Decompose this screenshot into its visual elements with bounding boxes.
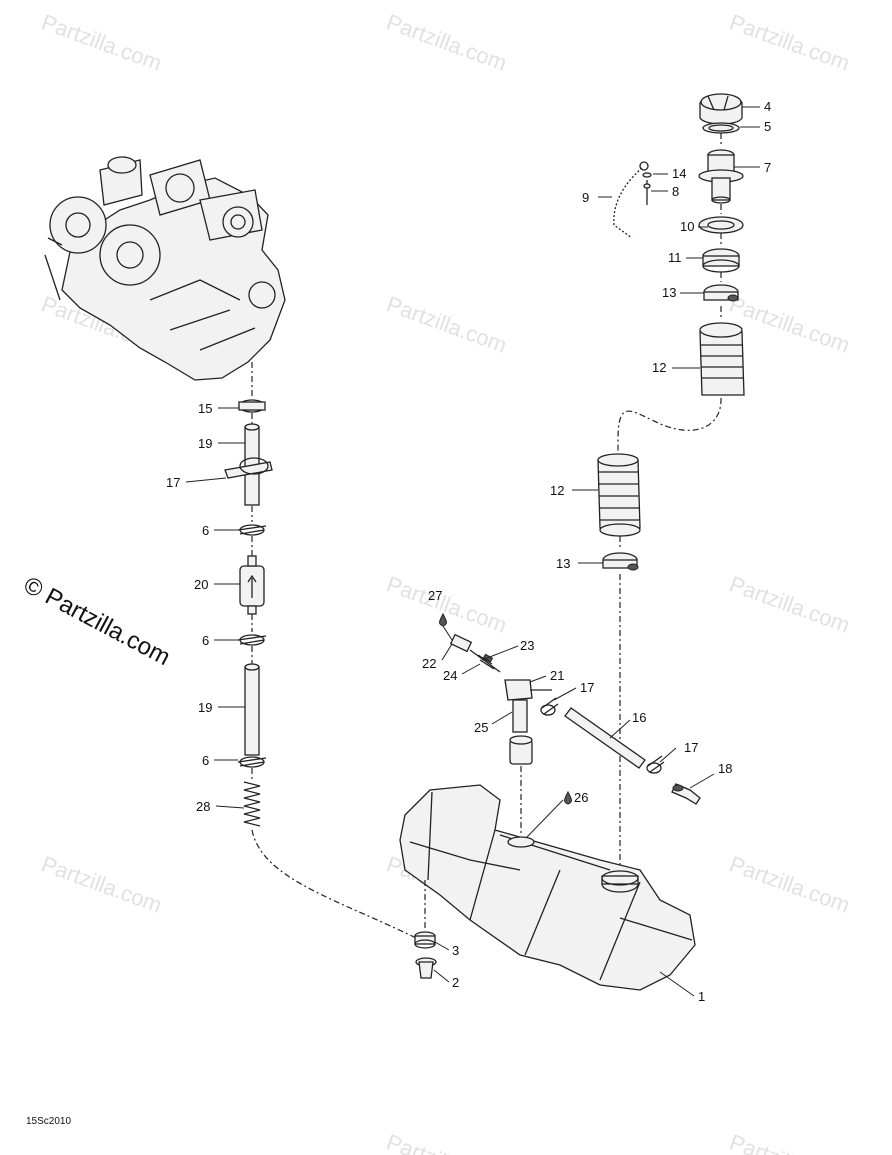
sender-21	[504, 679, 533, 701]
callout-7: 7	[764, 160, 771, 175]
fuel-tank-1	[399, 784, 696, 991]
callout-17-right: 17	[684, 740, 698, 755]
callout-11: 11	[668, 250, 682, 265]
callout-12-top: 12	[652, 360, 666, 375]
connector-22	[449, 633, 473, 653]
callout-25: 25	[474, 720, 488, 735]
watermark-text: Partzilla.com	[383, 291, 510, 358]
watermark-text: Partzilla.com	[383, 571, 510, 638]
filler-neck-assembly	[613, 93, 745, 396]
bellow-lower-assembly	[597, 453, 641, 878]
callout-14: 14	[672, 166, 686, 181]
vent-hose-16	[564, 707, 646, 769]
watermark-prominent: © Partzilla.com	[19, 571, 174, 671]
tie-strap-17	[224, 461, 273, 479]
washer-14	[642, 172, 652, 178]
callout-23: 23	[520, 638, 534, 653]
tank-fittings	[414, 880, 437, 979]
callout-15: 15	[198, 401, 212, 416]
callout-28: 28	[196, 799, 210, 814]
callout-4: 4	[764, 99, 771, 114]
callout-9: 9	[582, 190, 589, 205]
callout-18: 18	[718, 761, 732, 776]
wire-24	[477, 654, 495, 670]
callout-20: 20	[194, 577, 208, 592]
leader-lines	[185, 106, 760, 997]
watermark-text: Partzilla.com	[726, 1129, 853, 1155]
sender-assembly	[439, 612, 701, 836]
tether-9	[613, 167, 643, 239]
callout-19-lower: 19	[198, 700, 212, 715]
watermark-text: Partzilla.com	[383, 9, 510, 76]
callout-19-upper: 19	[198, 436, 212, 451]
callout-2: 2	[452, 975, 459, 990]
watermark-text: Partzilla.com	[726, 571, 853, 638]
callout-8: 8	[672, 184, 679, 199]
callout-24: 24	[443, 668, 457, 683]
callout-1: 1	[698, 989, 705, 1004]
watermark-text: Partzilla.com	[726, 291, 853, 358]
hose-19-lower	[244, 666, 260, 756]
watermark-text: Partzilla.com	[38, 851, 165, 918]
left-fuel-line-assembly	[224, 362, 421, 941]
callout-3: 3	[452, 943, 459, 958]
diagram-code: 15Sc2010	[26, 1116, 71, 1127]
callout-12-bottom: 12	[550, 483, 564, 498]
bellow-12-upper	[699, 331, 745, 396]
watermark-text: Partzilla.com	[726, 851, 853, 918]
sealant-26-icon	[564, 790, 572, 805]
callout-6-a: 6	[202, 523, 209, 538]
callout-17-mid: 17	[580, 680, 594, 695]
callout-13-top: 13	[662, 285, 676, 300]
callout-10: 10	[680, 219, 694, 234]
spring-28	[243, 781, 261, 827]
bellow-12-lower	[597, 459, 641, 529]
engine-illustration	[44, 156, 286, 381]
sender-body-25	[512, 699, 528, 733]
watermark-text: Partzilla.com	[726, 9, 853, 76]
callout-6-c: 6	[202, 753, 209, 768]
watermark-text: Partzilla.com	[38, 9, 165, 76]
callout-16: 16	[632, 710, 646, 725]
callout-27: 27	[428, 588, 442, 603]
callout-22: 22	[422, 656, 436, 671]
gasket-10	[698, 216, 744, 234]
callout-13-bottom: 13	[556, 556, 570, 571]
watermark-text: Partzilla.com	[383, 1129, 510, 1155]
callout-21: 21	[550, 668, 564, 683]
callout-26: 26	[574, 790, 588, 805]
callout-5: 5	[764, 119, 771, 134]
callout-6-b: 6	[202, 633, 209, 648]
callout-17-left: 17	[166, 475, 180, 490]
callout-numbers: 4 5 7 14 8 9 10 11 13 12 12 13 15 19 17 …	[166, 99, 771, 1004]
